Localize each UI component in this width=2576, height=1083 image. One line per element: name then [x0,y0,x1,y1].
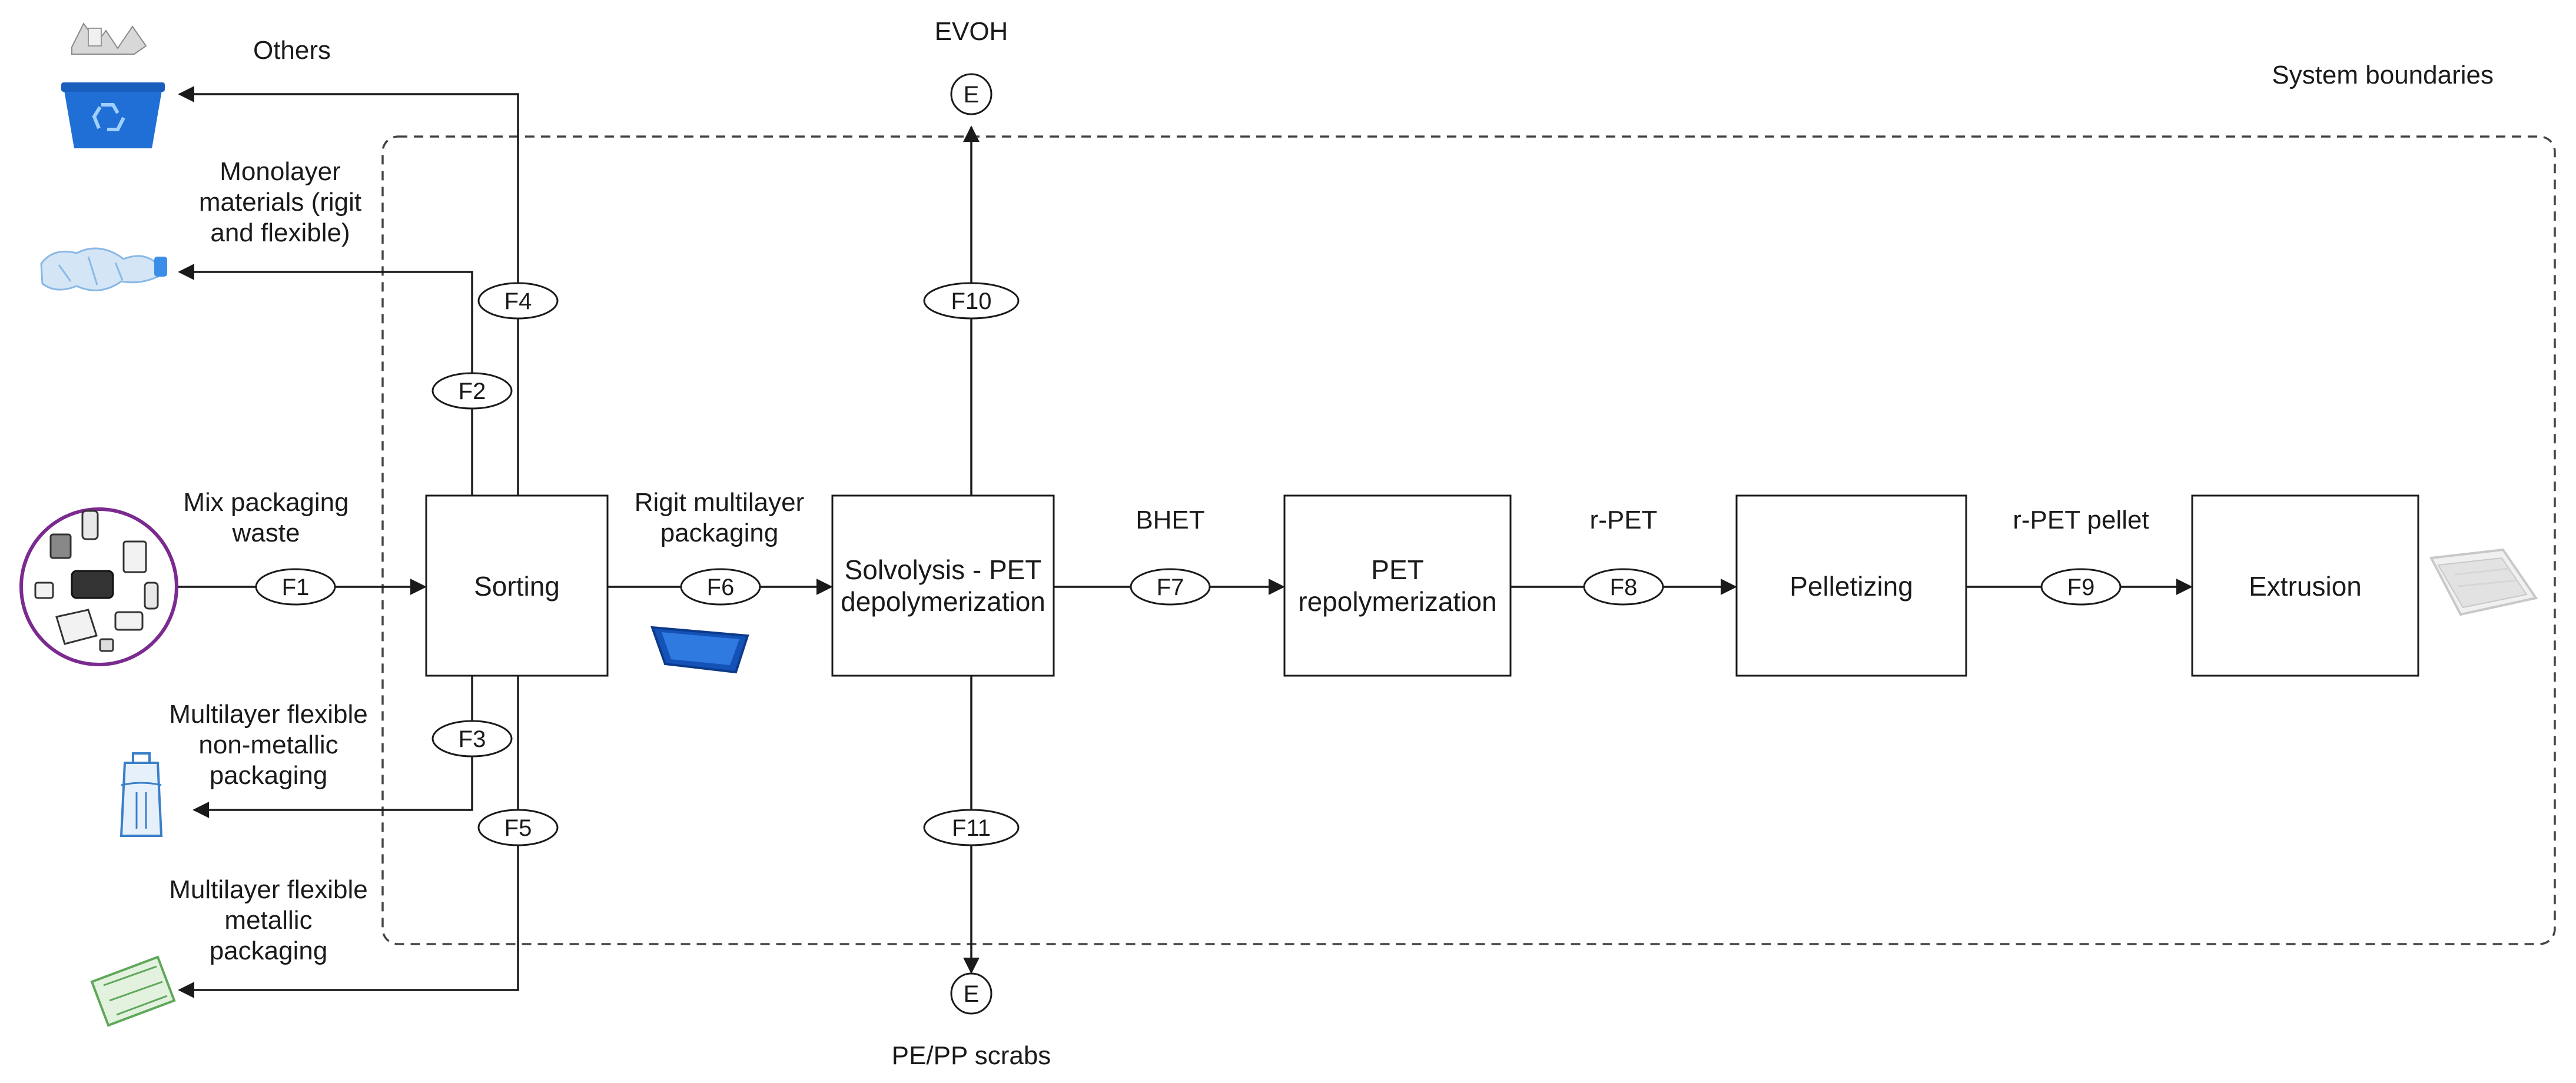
label-flex-nonmetallic-1: Multilayer flexible [169,700,367,729]
label-flex-nonmetallic-3: packaging [210,761,328,790]
label-monolayer-2: materials (rigit [199,188,361,217]
clear-container-icon [2429,548,2538,616]
process-solvolysis-label-1: Solvolysis - PET [845,554,1042,585]
label-evoh: EVOH [935,17,1008,46]
process-solvolysis: Solvolysis - PET depolymerization [831,494,1055,677]
process-repolymerization-label-1: PET [1371,554,1423,585]
exit-node-pepp: E [950,972,992,1015]
process-extrusion-label: Extrusion [2249,571,2362,602]
label-monolayer-1: Monolayer [220,157,340,186]
label-pepp: PE/PP scrabs [892,1041,1051,1070]
recycling-bin-icon [61,22,165,148]
label-rpet-pellet: r-PET pellet [2013,506,2149,534]
flow-f1: F1 [255,568,336,606]
flow-f2-label: F2 [459,378,486,404]
label-mix-waste-2: waste [232,519,300,547]
label-rigid-multilayer-1: Rigit multilayer [635,488,805,517]
flow-f4-label: F4 [504,288,532,314]
process-sorting: Sorting [425,494,609,677]
process-repolymerization: PET repolymerization [1283,494,1512,677]
metallic-sachet-icon [90,955,176,1027]
flow-f5-label: F5 [504,815,532,841]
label-flex-metallic-3: packaging [210,936,328,965]
flexible-pouch-icon [119,752,163,837]
label-bhet: BHET [1136,506,1204,534]
flow-f7: F7 [1130,568,1211,606]
flow-f4: F4 [477,282,559,320]
flow-f9-label: F9 [2067,574,2095,600]
flow-f11: F11 [923,809,1020,846]
label-flex-nonmetallic-2: non-metallic [198,730,338,759]
flow-f1-label: F1 [282,574,310,600]
flow-f11-label: F11 [952,815,991,841]
connector-f2 [178,264,473,496]
connector-f5 [178,676,519,998]
flow-f3: F3 [431,720,513,758]
exit-node-evoh: E [950,73,992,115]
process-solvolysis-label-2: depolymerization [841,586,1045,617]
process-repolymerization-label-2: repolymerization [1298,586,1496,617]
process-sorting-label: Sorting [474,571,560,602]
label-monolayer-3: and flexible) [210,218,350,247]
process-pelletizing-label: Pelletizing [1790,571,1913,602]
flow-f6-label: F6 [707,574,735,600]
flow-f5: F5 [477,809,559,846]
flow-f9: F9 [2040,568,2122,606]
system-boundary-label: System boundaries [2272,61,2494,89]
flow-f10-label: F10 [951,288,992,314]
flow-f7-label: F7 [1157,574,1184,600]
label-flex-metallic-2: metallic [224,906,312,935]
flow-f8: F8 [1583,568,1664,606]
connector-f4 [178,86,519,496]
process-pelletizing: Pelletizing [1735,494,1967,677]
crushed-bottle-icon [40,247,167,291]
flow-f6: F6 [680,568,761,606]
exit-node-evoh-label: E [964,82,980,108]
blue-tray-icon [650,626,749,674]
process-extrusion: Extrusion [2191,494,2419,677]
mixed-waste-circle-icon [19,507,178,666]
label-mix-waste-1: Mix packaging [183,488,348,517]
label-flex-metallic-1: Multilayer flexible [169,875,367,904]
system-boundary [381,135,2556,945]
flow-f8-label: F8 [1610,574,1638,600]
flow-f3-label: F3 [459,726,486,752]
flow-f2: F2 [431,372,513,410]
flow-f10: F10 [923,282,1020,320]
exit-node-pepp-label: E [964,981,980,1007]
label-rpet: r-PET [1590,506,1658,534]
label-others: Others [253,36,331,65]
label-rigid-multilayer-2: packaging [660,519,779,547]
